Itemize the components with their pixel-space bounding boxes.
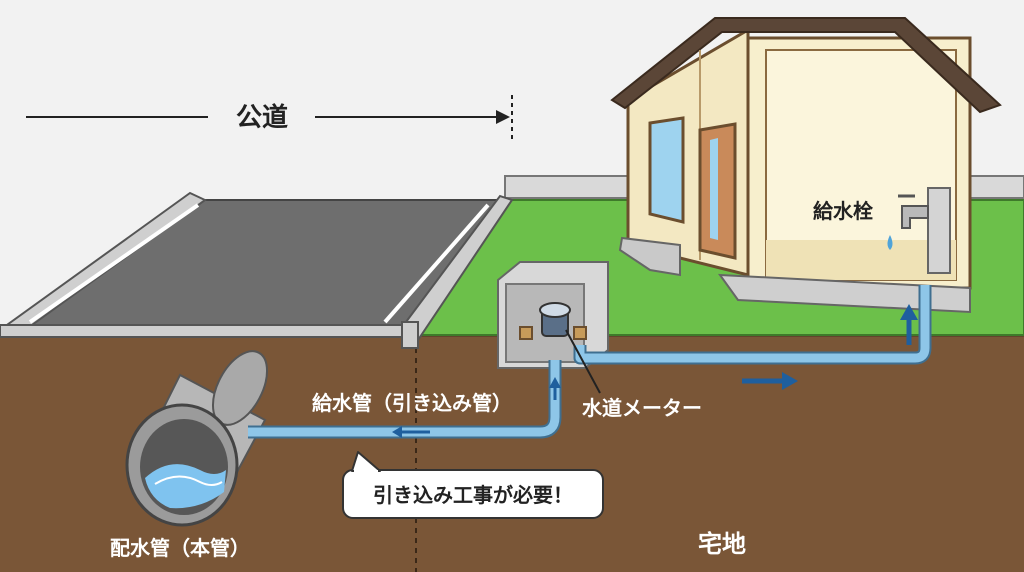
house-floor	[766, 240, 956, 280]
house-steps	[618, 236, 681, 277]
main-pipe	[125, 350, 269, 527]
house-foundation	[717, 273, 971, 314]
public-road-label: 公道	[236, 102, 288, 133]
house-pipe	[575, 285, 930, 363]
flow-arrow-up-small-icon	[549, 377, 561, 388]
faucet-icon	[901, 205, 929, 229]
meter-valve-right	[573, 326, 587, 340]
flow-arrow-up-icon	[900, 304, 918, 320]
main-pipe-label: 配水管（本管）	[110, 536, 250, 560]
meter-leader-line	[565, 329, 601, 394]
curb-post	[401, 321, 419, 349]
callout-bubble	[342, 451, 604, 519]
faucet-label: 給水栓	[813, 199, 873, 223]
faucet-post	[927, 187, 951, 274]
house-roof	[610, 17, 1002, 114]
supply-pipe-label: 給水管（引き込み管）	[312, 391, 512, 415]
supply-pipe	[248, 360, 560, 437]
callout-box	[342, 469, 604, 519]
house-window	[648, 116, 685, 224]
water-meter-label: 水道メーター	[582, 396, 702, 420]
road-dimension-arrowhead	[496, 110, 510, 124]
meter-valve-left	[519, 326, 533, 340]
flow-arrow-left-icon	[392, 426, 402, 438]
residential-lot-label: 宅地	[698, 530, 746, 558]
water-ripple	[154, 475, 223, 486]
road-line-left	[28, 203, 200, 324]
water-drop-icon	[887, 235, 893, 250]
flow-arrow-right-icon	[782, 372, 798, 390]
road-line-right	[383, 203, 490, 324]
road-edge	[0, 324, 417, 338]
water-meter-dial	[539, 302, 571, 318]
meter-box	[497, 261, 609, 369]
house-door-glass	[710, 138, 718, 240]
main-pipe-water	[145, 464, 226, 509]
flow-arrows	[392, 304, 918, 438]
callout-text: 引き込み工事が必要！	[373, 483, 573, 507]
